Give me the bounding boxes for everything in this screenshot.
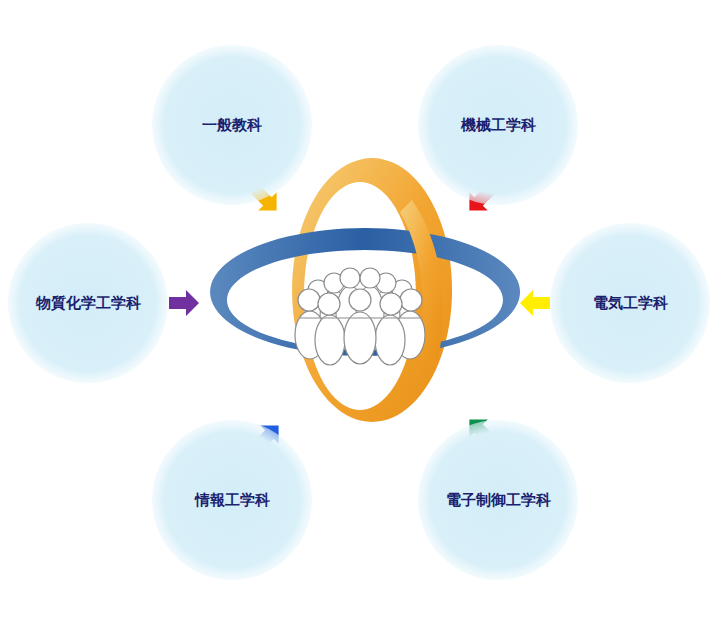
dept-circle: 一般教科 [152,45,312,205]
dept-label: 物質化学工学科 [36,294,141,313]
block-arrow [169,290,199,316]
block-arrow [520,290,550,316]
dept-circle: 物質化学工学科 [8,223,168,383]
dept-circle: 機械工学科 [418,45,578,205]
dept-label: 電気工学科 [593,294,668,313]
dept-label: 機械工学科 [461,116,536,135]
people-group [295,268,425,365]
dept-circle: 電気工学科 [550,223,710,383]
dept-label: 電子制御工学科 [446,491,551,510]
dept-label: 一般教科 [202,116,262,135]
dept-circle: 電子制御工学科 [418,420,578,580]
orange-ring [292,158,452,422]
dept-label: 情報工学科 [195,491,270,510]
dept-circle: 情報工学科 [152,420,312,580]
